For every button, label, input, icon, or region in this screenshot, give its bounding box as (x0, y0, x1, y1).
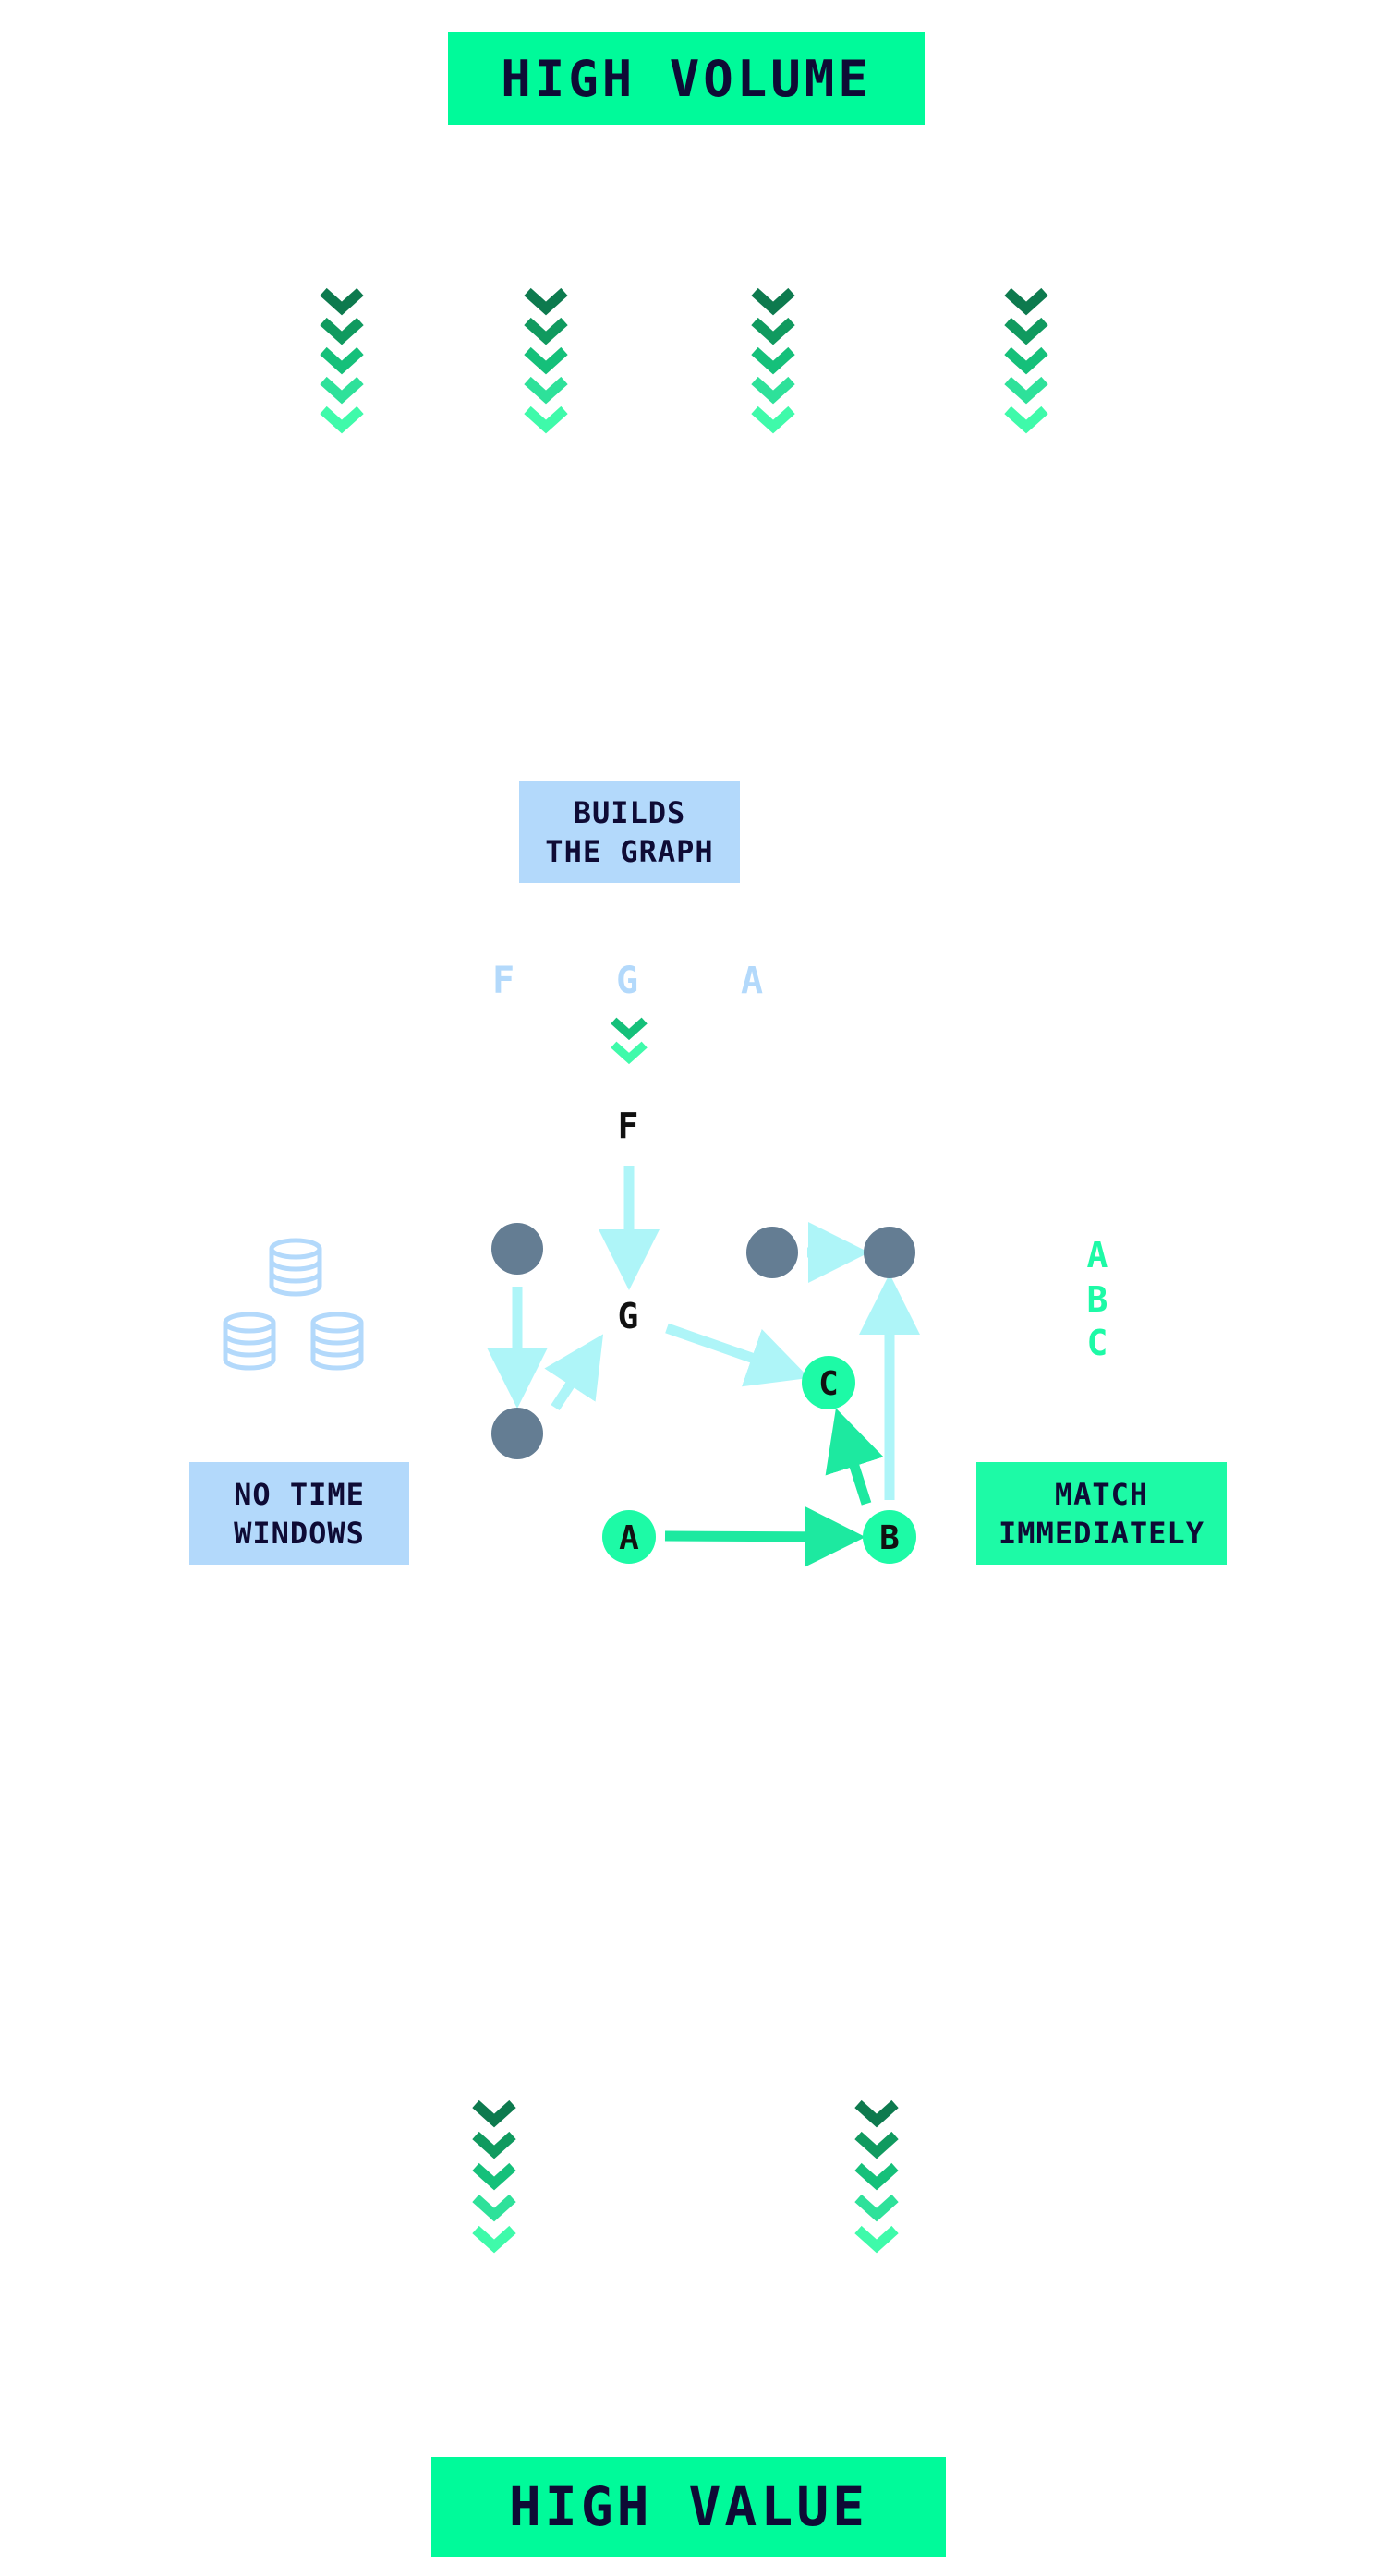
edge-g-to-c (665, 1323, 810, 1387)
chevron-stack-6-icon (858, 2104, 895, 2246)
edge-a-to-b (664, 1506, 865, 1567)
no-time-windows-label: NO TIME WINDOWS (234, 1476, 365, 1551)
high-volume-label: HIGH VOLUME (501, 49, 872, 108)
queue-letter-g: G (616, 960, 638, 1002)
gray-node-2 (491, 1408, 543, 1459)
edge-gray2-to-g (544, 1334, 604, 1411)
no-time-windows-box: NO TIME WINDOWS (189, 1462, 409, 1565)
node-b (863, 1510, 916, 1564)
chevron-stack-2-icon (527, 292, 564, 427)
node-a-label: A (619, 1519, 639, 1557)
matched-letter-c: C (1087, 1323, 1108, 1363)
builds-the-graph-box: BUILDS THE GRAPH (519, 781, 740, 883)
chevron-stack-4-icon (1008, 292, 1045, 427)
gray-node-1 (491, 1223, 543, 1275)
node-g-label: G (618, 1296, 639, 1336)
chevron-stack-1-icon (323, 292, 360, 427)
queue-chevron-icon (613, 1021, 644, 1058)
node-a (602, 1510, 656, 1564)
gray-node-4 (864, 1227, 915, 1278)
match-immediately-label: MATCH IMMEDIATELY (999, 1476, 1204, 1551)
chevron-stack-5-icon (476, 2104, 513, 2246)
gray-node-3 (746, 1227, 798, 1278)
edge-b-to-c (825, 1408, 884, 1506)
node-c (802, 1356, 855, 1409)
node-b-label: B (879, 1519, 900, 1557)
builds-the-graph-label: BUILDS THE GRAPH (545, 795, 714, 869)
matched-letter-a: A (1087, 1235, 1108, 1276)
matched-letter-b: B (1087, 1279, 1108, 1320)
high-value-label: HIGH VALUE (508, 2475, 869, 2538)
node-c-label: C (818, 1365, 839, 1403)
high-value-banner: HIGH VALUE (431, 2457, 946, 2557)
queue-letter-a: A (741, 960, 763, 1002)
node-f-label: F (618, 1106, 639, 1146)
match-immediately-box: MATCH IMMEDIATELY (976, 1462, 1227, 1565)
chevron-stack-3-icon (755, 292, 792, 427)
high-volume-banner: HIGH VOLUME (448, 32, 925, 125)
queue-letter-f: F (492, 960, 514, 1002)
database-stack-icon (223, 1238, 364, 1371)
